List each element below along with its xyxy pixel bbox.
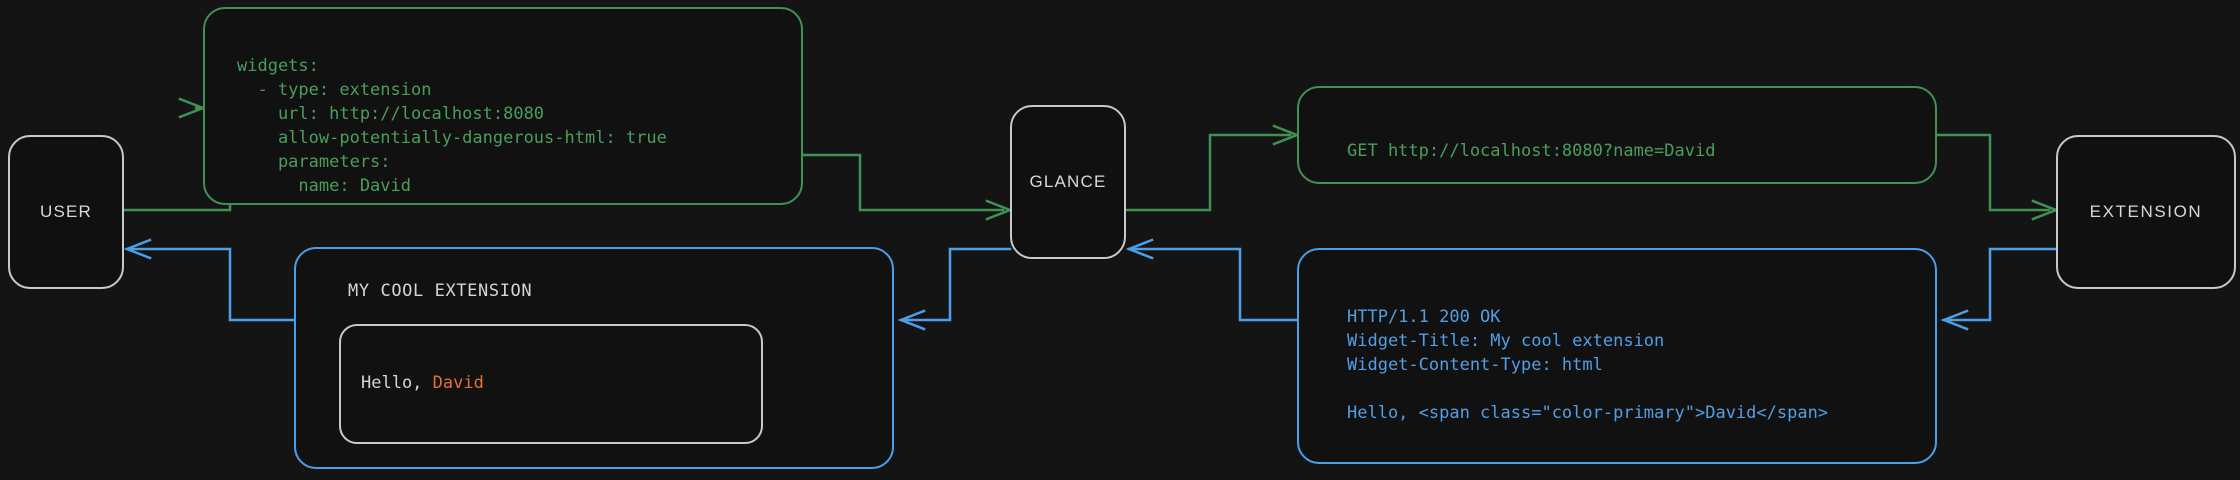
yaml-config-text: widgets: - type: extension url: http://l…	[237, 56, 667, 196]
node-user[interactable]: USER	[8, 135, 124, 289]
card-rendered-widget: MY COOL EXTENSION Hello, David	[294, 247, 894, 469]
widget-greeting-text: Hello,	[361, 373, 433, 393]
card-http-request: GET http://localhost:8080?name=David	[1297, 86, 1937, 184]
connector-glance-to-request	[1120, 124, 1301, 212]
widget-content-line: Hello, David	[361, 373, 484, 393]
connector-request-to-extension	[1935, 133, 2060, 221]
connector-extension-to-response	[1940, 247, 2058, 331]
http-request-text: GET http://localhost:8080?name=David	[1347, 141, 1716, 161]
node-extension-label: EXTENSION	[2089, 202, 2203, 221]
node-extension[interactable]: EXTENSION	[2056, 135, 2236, 289]
http-response-text: HTTP/1.1 200 OK Widget-Title: My cool ex…	[1347, 307, 1829, 423]
widget-content-box: Hello, David	[339, 324, 763, 444]
widget-highlight-name: David	[432, 373, 484, 393]
connector-widget-to-user	[123, 238, 296, 322]
connector-glance-to-widget	[897, 247, 1012, 331]
card-yaml-config: widgets: - type: extension url: http://l…	[203, 7, 803, 205]
card-http-response: HTTP/1.1 200 OK Widget-Title: My cool ex…	[1297, 248, 1937, 464]
node-glance[interactable]: GLANCE	[1010, 105, 1126, 259]
node-glance-label: GLANCE	[1029, 172, 1107, 191]
node-user-label: USER	[39, 202, 93, 221]
connector-response-to-glance	[1125, 238, 1299, 322]
connector-config-to-glance	[801, 153, 1014, 221]
widget-title: MY COOL EXTENSION	[348, 281, 533, 301]
